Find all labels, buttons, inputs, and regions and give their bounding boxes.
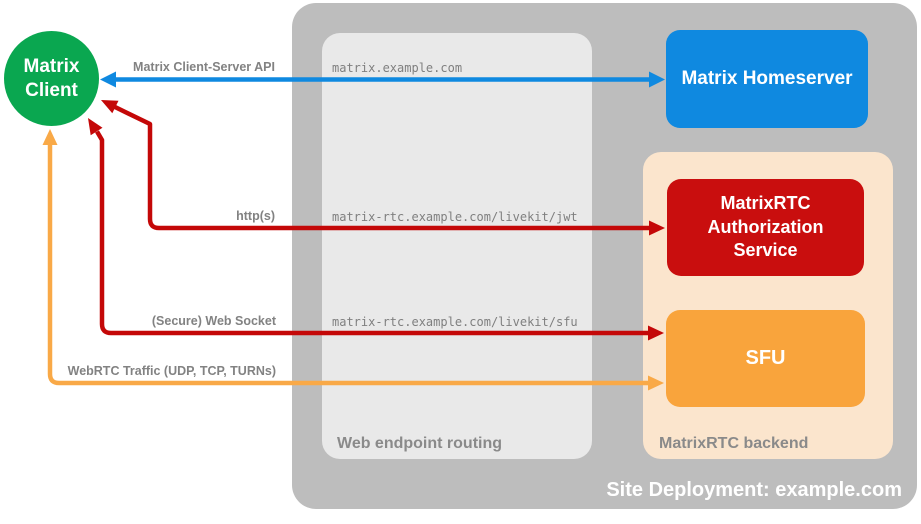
label-https: http(s) [236,209,275,223]
sfu-label: SFU [745,347,786,369]
web-endpoint-routing-box [322,33,592,459]
matrix-client-label: Matrix Client [23,55,80,101]
label-client-server-api: Matrix Client-Server API [133,60,275,74]
endpoint-livekit-sfu: matrix-rtc.example.com/livekit/sfu [332,315,578,329]
matrixrtc-backend-label: MatrixRTC backend [659,435,809,452]
matrixrtc-auth-service-node: MatrixRTC Authorization Service [667,179,864,276]
site-deployment-label: Site Deployment: example.com [606,479,902,501]
label-web-socket: (Secure) Web Socket [151,314,276,328]
label-webrtc-traffic: WebRTC Traffic (UDP, TCP, TURNs) [67,364,276,378]
web-endpoint-routing-label: Web endpoint routing [337,435,503,452]
sfu-node: SFU [666,310,865,407]
matrix-client-node: Matrix Client [4,31,99,126]
matrix-homeserver-label: Matrix Homeserver [681,68,853,89]
endpoint-matrix-domain: matrix.example.com [332,61,463,75]
matrix-homeserver-node: Matrix Homeserver [666,30,868,128]
matrixrtc-auth-service-label: MatrixRTC Authorization Service [707,193,824,261]
endpoint-livekit-jwt: matrix-rtc.example.com/livekit/jwt [332,210,578,224]
